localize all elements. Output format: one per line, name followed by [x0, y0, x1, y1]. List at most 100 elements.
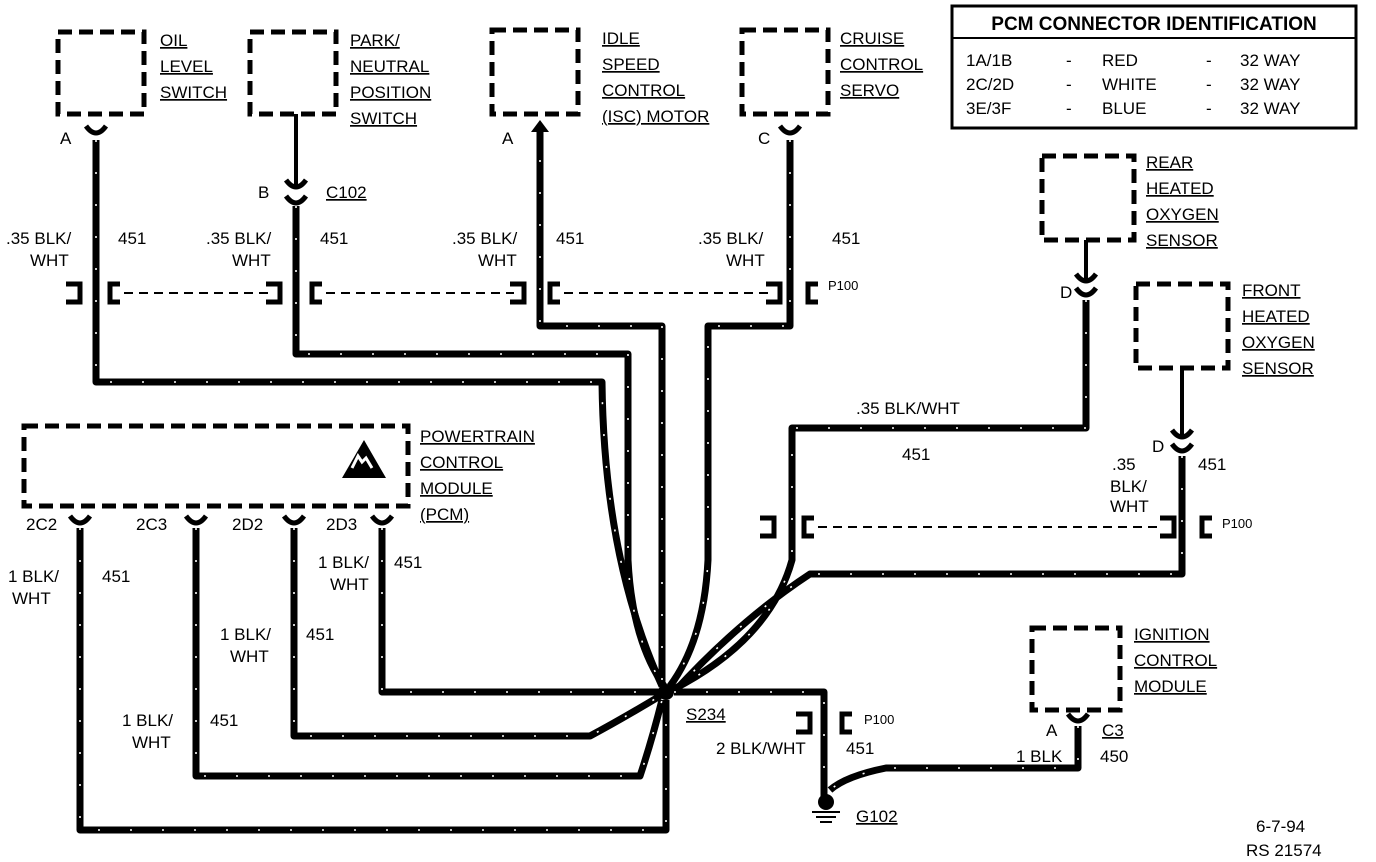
- terminal-front-d-top: [1169, 428, 1195, 440]
- svg-text:WHT: WHT: [132, 733, 171, 752]
- svg-text:-: -: [1206, 75, 1212, 94]
- oil-level-switch-box: [55, 29, 147, 117]
- svg-text:.35 BLK/: .35 BLK/: [698, 229, 763, 248]
- pin-pcm-2d2: 2D2: [232, 515, 263, 534]
- cruise-servo-box: [739, 27, 831, 117]
- wire-pcm-2d3: [378, 528, 660, 696]
- svg-text:NEUTRAL: NEUTRAL: [350, 57, 429, 76]
- svg-text:POWERTRAIN: POWERTRAIN: [420, 427, 535, 446]
- pin-park: B: [258, 183, 269, 202]
- p100-row-top: [66, 281, 818, 305]
- svg-text:CONTROL: CONTROL: [602, 81, 685, 100]
- svg-text:1 BLK/: 1 BLK/: [8, 567, 59, 586]
- svg-text:WHITE: WHITE: [1102, 75, 1157, 94]
- svg-text:REAR: REAR: [1146, 153, 1193, 172]
- cruise-servo-label: CRUISE CONTROL SERVO: [840, 29, 923, 100]
- svg-text:IGNITION: IGNITION: [1134, 625, 1210, 644]
- pcm-connector-table: [950, 4, 1358, 130]
- wire-ignition-stripe: [829, 726, 1079, 791]
- svg-text:451: 451: [846, 739, 874, 758]
- wire-park-neutral-stripe: [295, 206, 665, 687]
- svg-text:451: 451: [320, 229, 348, 248]
- svg-text:OXYGEN: OXYGEN: [1242, 333, 1315, 352]
- terminal-park-c102-bottom: [283, 194, 309, 206]
- ground-label: G102: [856, 807, 898, 826]
- pin-cruise: C: [758, 129, 770, 148]
- svg-text:WHT: WHT: [30, 251, 69, 270]
- svg-text:SENSOR: SENSOR: [1146, 231, 1218, 250]
- svg-text:-: -: [1066, 75, 1072, 94]
- svg-text:.35: .35: [1112, 455, 1136, 474]
- wire-pcm-2c2: [76, 528, 670, 834]
- svg-text:451: 451: [394, 553, 422, 572]
- svg-text:WHT: WHT: [330, 575, 369, 594]
- wire-pcm-2c3: [192, 528, 666, 780]
- svg-text:451: 451: [210, 711, 238, 730]
- svg-text:MODULE: MODULE: [1134, 677, 1207, 696]
- svg-text:WHT: WHT: [12, 589, 51, 608]
- pin-pcm-2c2: 2C2: [26, 515, 57, 534]
- svg-text:1A/1B: 1A/1B: [966, 51, 1012, 70]
- wire-label-pcm-2d2: 1 BLK/ WHT 451: [220, 625, 334, 666]
- svg-text:WHT: WHT: [478, 251, 517, 270]
- svg-text:WHT: WHT: [232, 251, 271, 270]
- svg-text:451: 451: [556, 229, 584, 248]
- pin-pcm-2d3: 2D3: [326, 515, 357, 534]
- svg-text:LEVEL: LEVEL: [160, 57, 213, 76]
- svg-text:451: 451: [306, 625, 334, 644]
- svg-text:1 BLK: 1 BLK: [1016, 747, 1063, 766]
- wire-label-ignition: 1 BLK 450: [1016, 747, 1128, 766]
- svg-text:-: -: [1066, 51, 1072, 70]
- svg-text:450: 450: [1100, 747, 1128, 766]
- wire-idle-speed: [536, 128, 666, 686]
- wire-label-rear: .35 BLK/WHT 451: [856, 399, 960, 464]
- wire-cruise-servo: [667, 140, 794, 689]
- p100-ground-connector: [796, 711, 852, 735]
- svg-text:SWITCH: SWITCH: [160, 83, 227, 102]
- c102-label: C102: [326, 183, 367, 202]
- wire-label-pcm-2c3: 1 BLK/ WHT 451: [122, 711, 238, 752]
- wire-label-ground: 2 BLK/WHT 451: [716, 739, 874, 758]
- svg-text:451: 451: [118, 229, 146, 248]
- wire-ground: [674, 688, 828, 800]
- terminal-ignition-a: [1065, 712, 1091, 724]
- pin-oil: A: [60, 129, 72, 148]
- svg-text:MODULE: MODULE: [420, 479, 493, 498]
- svg-text:PARK/: PARK/: [350, 31, 400, 50]
- wire-label-front: .35 BLK/ WHT 451: [1110, 455, 1226, 516]
- esd-warning-icon: [342, 440, 386, 478]
- svg-text:WHT: WHT: [230, 647, 269, 666]
- svg-text:(PCM): (PCM): [420, 505, 469, 524]
- terminal-pcm-2c3: [183, 514, 209, 526]
- p100-label: P100: [1222, 516, 1252, 531]
- svg-text:32 WAY: 32 WAY: [1240, 99, 1300, 118]
- isc-motor-box: [489, 27, 581, 117]
- wire-oil-level-stripe: [95, 140, 663, 687]
- svg-text:SENSOR: SENSOR: [1242, 359, 1314, 378]
- terminal-pcm-2d2: [281, 514, 307, 526]
- table-row: 2C/2D - WHITE - 32 WAY: [966, 75, 1300, 94]
- terminals: [67, 114, 1195, 724]
- svg-text:CONTROL: CONTROL: [420, 453, 503, 472]
- splice-label: S234: [686, 705, 726, 724]
- svg-text:BLUE: BLUE: [1102, 99, 1146, 118]
- svg-text:SPEED: SPEED: [602, 55, 660, 74]
- table-title: PCM CONNECTOR IDENTIFICATION: [991, 14, 1316, 35]
- svg-text:WHT: WHT: [726, 251, 765, 270]
- svg-text:-: -: [1066, 99, 1072, 118]
- svg-text:.35 BLK/: .35 BLK/: [452, 229, 517, 248]
- splice-s234: [658, 684, 674, 700]
- pin-front: D: [1152, 437, 1164, 456]
- svg-text:SERVO: SERVO: [840, 81, 899, 100]
- wire-label-park: .35 BLK/ WHT 451: [206, 229, 348, 270]
- terminal-cruise-c: [777, 124, 803, 136]
- svg-text:1 BLK/: 1 BLK/: [220, 625, 271, 644]
- pcm-label: POWERTRAIN CONTROL MODULE (PCM): [420, 427, 535, 524]
- svg-text:CONTROL: CONTROL: [1134, 651, 1217, 670]
- ignition-module-label: IGNITION CONTROL MODULE: [1134, 625, 1217, 696]
- wire-park-neutral: [292, 206, 667, 688]
- terminal-rear-d-top: [1073, 272, 1099, 284]
- wire-harness: [76, 128, 1186, 834]
- table-row: 3E/3F - BLUE - 32 WAY: [966, 99, 1300, 118]
- pcm-box: [21, 423, 411, 509]
